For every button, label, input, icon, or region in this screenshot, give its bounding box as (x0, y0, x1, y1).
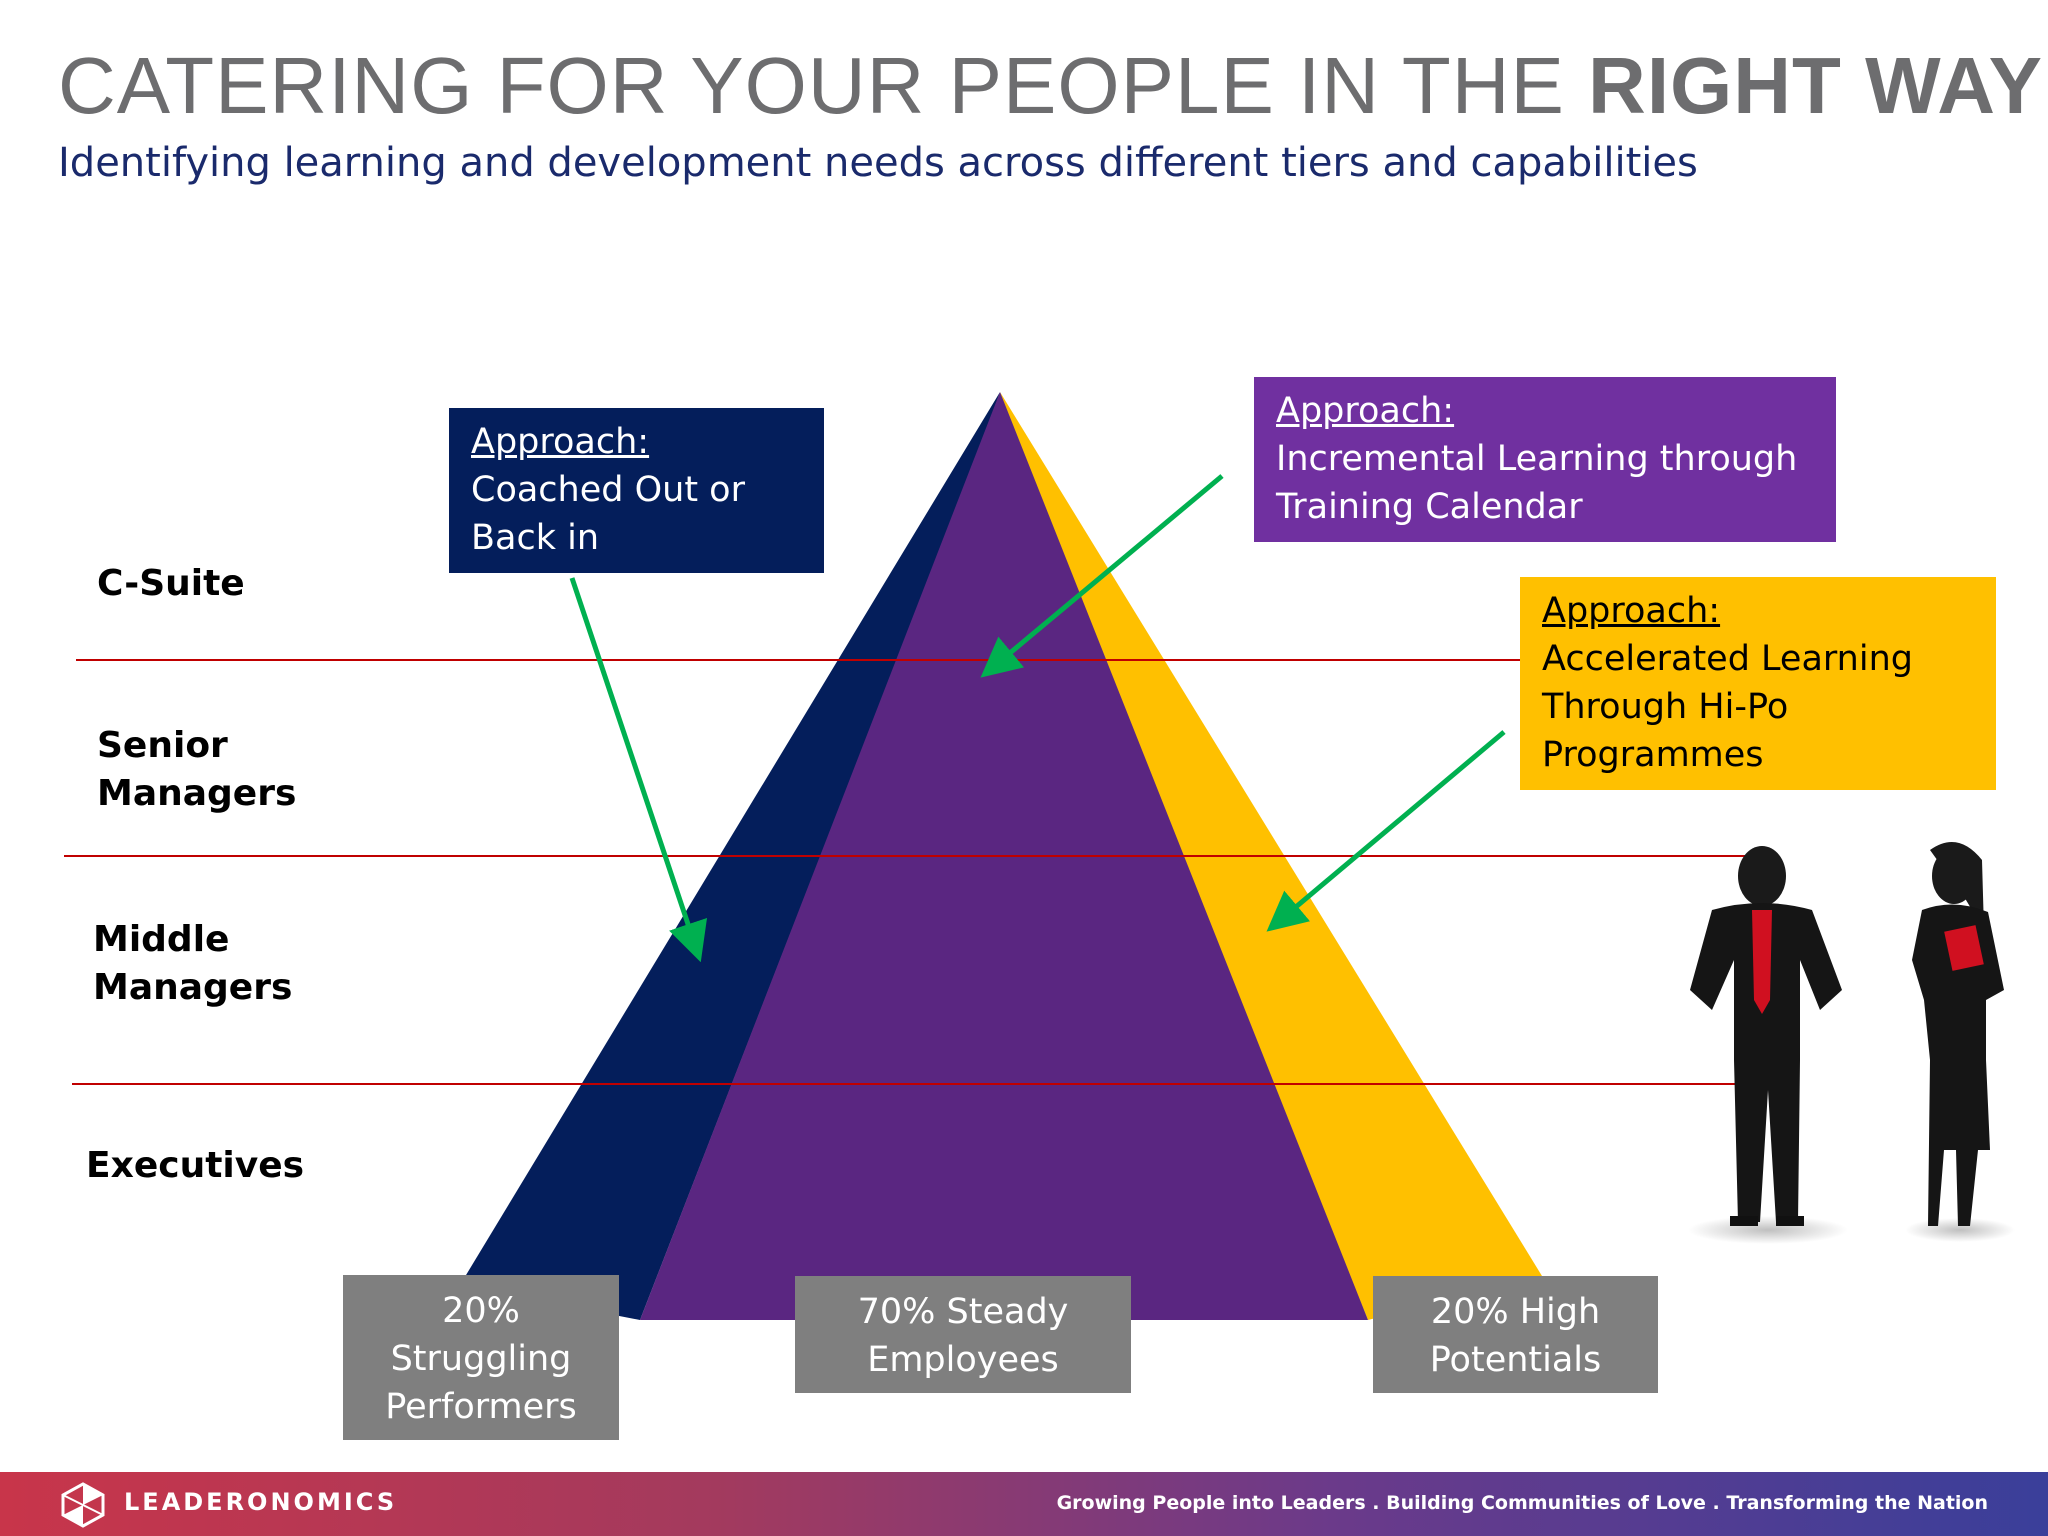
tier-label-middle-line-1: Middle (93, 919, 230, 960)
approach-line: Programmes (1542, 735, 1764, 775)
page-title: CATERING FOR YOUR PEOPLE IN THE RIGHT WA… (58, 40, 2043, 132)
approach-line: Coached Out or (471, 470, 745, 510)
leaderonomics-logo-icon (61, 1482, 105, 1528)
tier-label-senior-managers: Senior Managers (97, 722, 296, 818)
segment-line: Employees (867, 1340, 1059, 1380)
approach-heading: Approach: (471, 422, 650, 462)
approach-line: Back in (471, 518, 600, 558)
approach-line: Training Calendar (1276, 487, 1583, 527)
segment-label-high: 20% High Potentials (1373, 1276, 1658, 1393)
arrow-struggling (569, 577, 708, 963)
segment-line: 20% (442, 1291, 520, 1331)
page-title-bold: RIGHT WAY (1588, 41, 2044, 130)
tier-label-executives: Executives (86, 1145, 305, 1186)
footer-brand: LEADERONOMICS (124, 1488, 398, 1516)
segment-line: Potentials (1429, 1340, 1602, 1380)
approach-line: Through Hi-Po (1542, 687, 1789, 727)
arrow-steady (980, 474, 1224, 678)
footer-tagline: Growing People into Leaders . Building C… (1056, 1492, 1988, 1514)
tier-label-senior-line-2: Managers (97, 773, 297, 814)
approach-line: Accelerated Learning (1542, 639, 1913, 679)
arrow-high (1266, 730, 1506, 932)
businessman-silhouette (1688, 846, 1848, 1244)
businesswoman-silhouette (1905, 842, 2015, 1242)
tier-label-senior-line-1: Senior (97, 725, 228, 766)
approach-heading: Approach: (1542, 591, 1721, 631)
tier-label-middle-managers: Middle Managers (93, 916, 292, 1012)
tier-label-middle-line-2: Managers (93, 967, 293, 1008)
tier-label-c-suite: C-Suite (97, 563, 245, 604)
approach-heading: Approach: (1276, 391, 1455, 431)
approach-box-steady: Approach: Incremental Learning through T… (1254, 377, 1836, 542)
approach-box-struggling: Approach: Coached Out or Back in (449, 408, 824, 573)
footer-bar: LEADERONOMICS Growing People into Leader… (0, 1472, 2048, 1536)
page-title-light: CATERING FOR YOUR PEOPLE IN THE (58, 41, 1589, 130)
segment-label-struggling: 20% Struggling Performers (343, 1275, 619, 1440)
segment-line: Struggling (390, 1339, 572, 1379)
segment-label-steady: 70% Steady Employees (795, 1276, 1131, 1393)
segment-line: Performers (385, 1387, 577, 1427)
segment-line: 70% Steady (857, 1292, 1069, 1332)
page-subtitle: Identifying learning and development nee… (58, 140, 1698, 186)
approach-box-high: Approach: Accelerated Learning Through H… (1520, 577, 1996, 790)
segment-line: 20% High (1430, 1292, 1601, 1332)
approach-line: Incremental Learning through (1276, 439, 1798, 479)
